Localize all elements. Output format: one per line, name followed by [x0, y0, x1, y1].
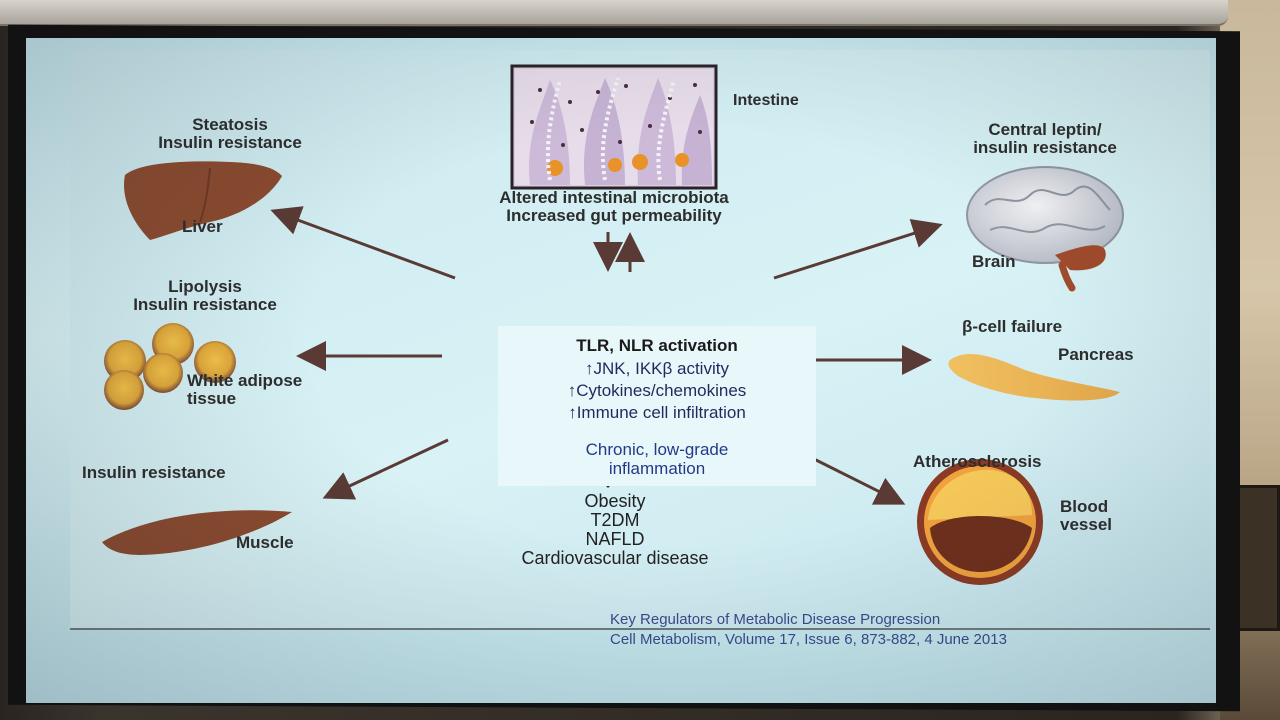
outcome-1: Obesity [584, 491, 646, 511]
blood-vessel-image [917, 459, 1043, 585]
center-line-1: TLR, NLR activation [576, 336, 738, 355]
outcome-2: T2DM [590, 510, 640, 530]
outcome-3: NAFLD [585, 529, 645, 549]
adipose-cells-image [104, 323, 236, 410]
center-line-3: ↑Cytokines/chemokines [567, 381, 747, 400]
brain-image [966, 166, 1124, 292]
up-arrow-3: ↑ [568, 403, 577, 422]
muscle-title: Insulin resistance [82, 463, 226, 482]
intestine-label: Intestine [733, 92, 799, 109]
liver-title-1: Steatosis [192, 115, 268, 134]
center-line-5: Chronic, low-grade [585, 440, 729, 459]
intestine-image [510, 64, 718, 190]
up-arrow-1: ↑ [585, 359, 594, 378]
brain-label: Brain [972, 252, 1016, 271]
citation-line-2: Cell Metabolism, Volume 17, Issue 6, 873… [610, 631, 1007, 649]
top-text-1: Altered intestinal microbiota [499, 188, 729, 207]
projector-screen-roller [0, 0, 1228, 26]
adipose-title-2: Insulin resistance [133, 295, 277, 314]
liver-label: Liver [182, 217, 223, 236]
muscle-label: Muscle [236, 533, 294, 552]
adipose-title-1: Lipolysis [168, 277, 242, 296]
adipose-label-2: tissue [187, 389, 237, 408]
pancreas-title: β-cell failure [962, 317, 1063, 336]
liver-image [124, 161, 282, 240]
vessel-title: Atherosclerosis [913, 452, 1042, 471]
top-text-2: Increased gut permeability [506, 206, 722, 225]
center-line-2: ↑JNK, IKKβ activity [585, 359, 729, 378]
brain-title-2: insulin resistance [973, 138, 1117, 157]
up-arrow-2: ↑ [567, 381, 577, 400]
vessel-label-2: vessel [1060, 515, 1112, 534]
brain-title-1: Central leptin/ [988, 120, 1102, 139]
outcome-4: Cardiovascular disease [521, 548, 709, 568]
adipose-label-1: White adipose [187, 371, 303, 390]
muscle-image [102, 510, 292, 555]
center-line-6: inflammation [608, 459, 706, 478]
diagram-graphics [102, 64, 1124, 585]
projector-screen: Intestine Altered intestinal microbiota … [26, 38, 1216, 703]
citation-line-1: Key Regulators of Metabolic Disease Prog… [610, 611, 941, 628]
liver-title-2: Insulin resistance [158, 133, 302, 152]
citation: Key Regulators of Metabolic Disease Prog… [610, 610, 1007, 651]
center-box: TLR, NLR activation ↑JNK, IKKβ activity … [498, 326, 816, 486]
vessel-label-1: Blood [1060, 497, 1109, 516]
center-line-4: ↑Immune cell infiltration [568, 403, 746, 422]
pancreas-image [948, 354, 1120, 401]
pancreas-label: Pancreas [1058, 345, 1134, 364]
slide-diagram: Intestine Altered intestinal microbiota … [70, 50, 1210, 630]
